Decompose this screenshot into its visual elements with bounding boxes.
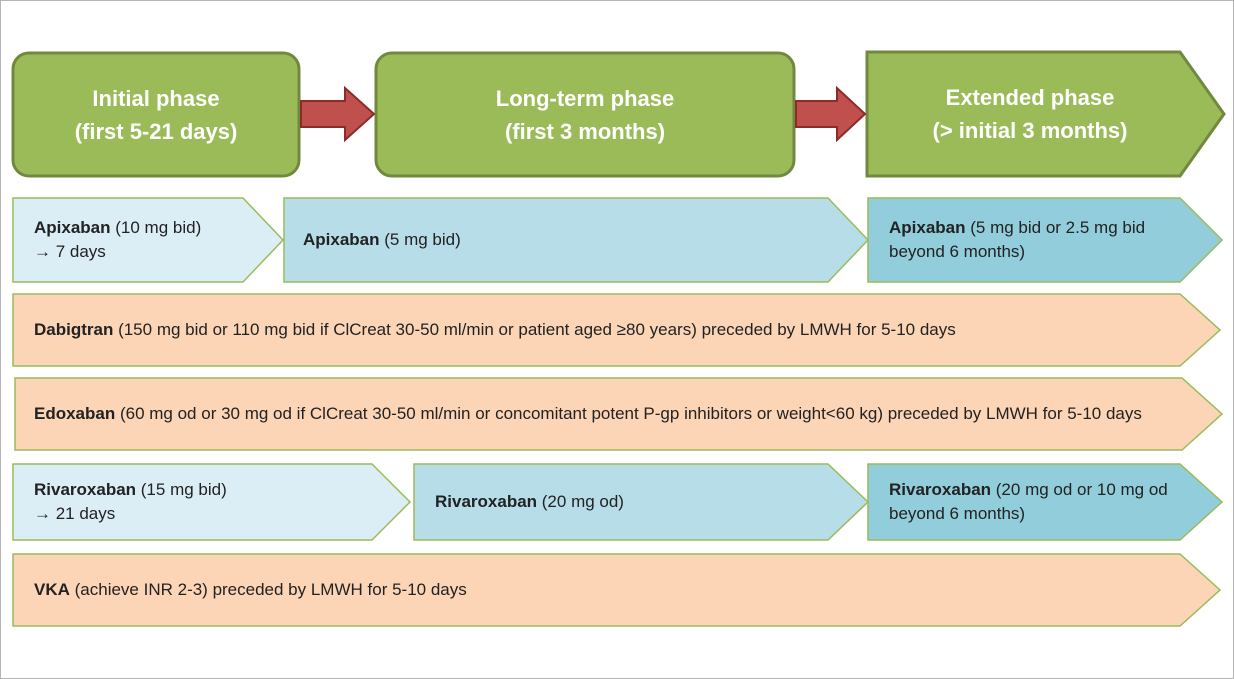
apixaban-extended-shape (867, 197, 1224, 283)
drug-detail: (5 mg bid) (379, 230, 461, 249)
phase-initial: Initial phase (first 5-21 days) (13, 53, 299, 176)
dabigatran-shape (12, 293, 1222, 367)
phase-subtitle: (first 3 months) (504, 118, 666, 144)
apixaban-initial-text: Apixaban (10 mg bid)→ 7 days (34, 198, 254, 282)
drug-name: Rivaroxaban (435, 492, 538, 511)
drug-detail: (15 mg bid) (136, 480, 227, 499)
phase-extended: Extended phase (> initial 3 months) (867, 52, 1193, 176)
phase-title: Extended phase (945, 85, 1115, 110)
rivaroxaban-extended-shape (867, 463, 1224, 541)
phase-box-long-term (374, 51, 796, 178)
duration: → 7 days (34, 242, 106, 261)
drug-name: VKA (34, 580, 70, 599)
drug-detail: (5 mg bid or 2.5 mg bid beyond 6 months) (889, 218, 1146, 261)
apixaban-long-shape (283, 197, 870, 283)
drug-detail: (achieve INR 2-3) preceded by LMWH for 5… (69, 580, 467, 599)
drug-detail: (150 mg bid or 110 mg bid if ClCreat 30-… (113, 320, 956, 339)
drug-detail: (20 mg od) (537, 492, 624, 511)
vka-shape (12, 553, 1222, 627)
rivaroxaban-long-shape (413, 463, 870, 541)
arrow-icon-1 (300, 85, 376, 143)
drug-name: Rivaroxaban (889, 480, 992, 499)
duration: → 21 days (34, 504, 116, 523)
phase-title: Long-term phase (495, 85, 675, 111)
rivaroxaban-extended-text: Rivaroxaban (20 mg od or 10 mg od beyond… (889, 464, 1179, 540)
phase-long-term: Long-term phase (first 3 months) (376, 53, 794, 176)
phase-title: Initial phase (92, 85, 220, 111)
phase-subtitle: (first 5-21 days) (74, 118, 238, 144)
drug-name: Apixaban (889, 218, 966, 237)
drug-name: Apixaban (34, 218, 111, 237)
edoxaban-text: Edoxaban (60 mg od or 30 mg od if ClCrea… (34, 378, 1184, 450)
drug-detail: (10 mg bid) (110, 218, 202, 237)
rivaroxaban-initial-shape (12, 463, 412, 541)
drug-name: Rivaroxaban (34, 480, 137, 499)
edoxaban-shape (14, 377, 1224, 451)
phase-box-initial (11, 51, 301, 178)
rivaroxaban-long-text: Rivaroxaban (20 mg od) (435, 464, 825, 540)
drug-name: Edoxaban (34, 404, 116, 423)
apixaban-long-text: Apixaban (5 mg bid) (303, 198, 823, 282)
phase-box-extended (865, 50, 1226, 178)
dabigatran-text: Dabigtran (150 mg bid or 110 mg bid if C… (34, 294, 1184, 366)
drug-detail: (60 mg od or 30 mg od if ClCreat 30-50 m… (115, 404, 1142, 423)
arrow-icon-2 (795, 85, 867, 143)
drug-name: Apixaban (303, 230, 380, 249)
apixaban-initial-shape (12, 197, 285, 283)
drug-name: Dabigtran (34, 320, 114, 339)
rivaroxaban-initial-text: Rivaroxaban (15 mg bid) → 21 days (34, 464, 374, 540)
drug-detail: (20 mg od or 10 mg od beyond 6 months) (889, 480, 1168, 523)
apixaban-extended-text: Apixaban (5 mg bid or 2.5 mg bid beyond … (889, 198, 1179, 282)
phase-subtitle: (> initial 3 months) (932, 118, 1128, 143)
vka-text: VKA (achieve INR 2-3) preceded by LMWH f… (34, 554, 1184, 626)
